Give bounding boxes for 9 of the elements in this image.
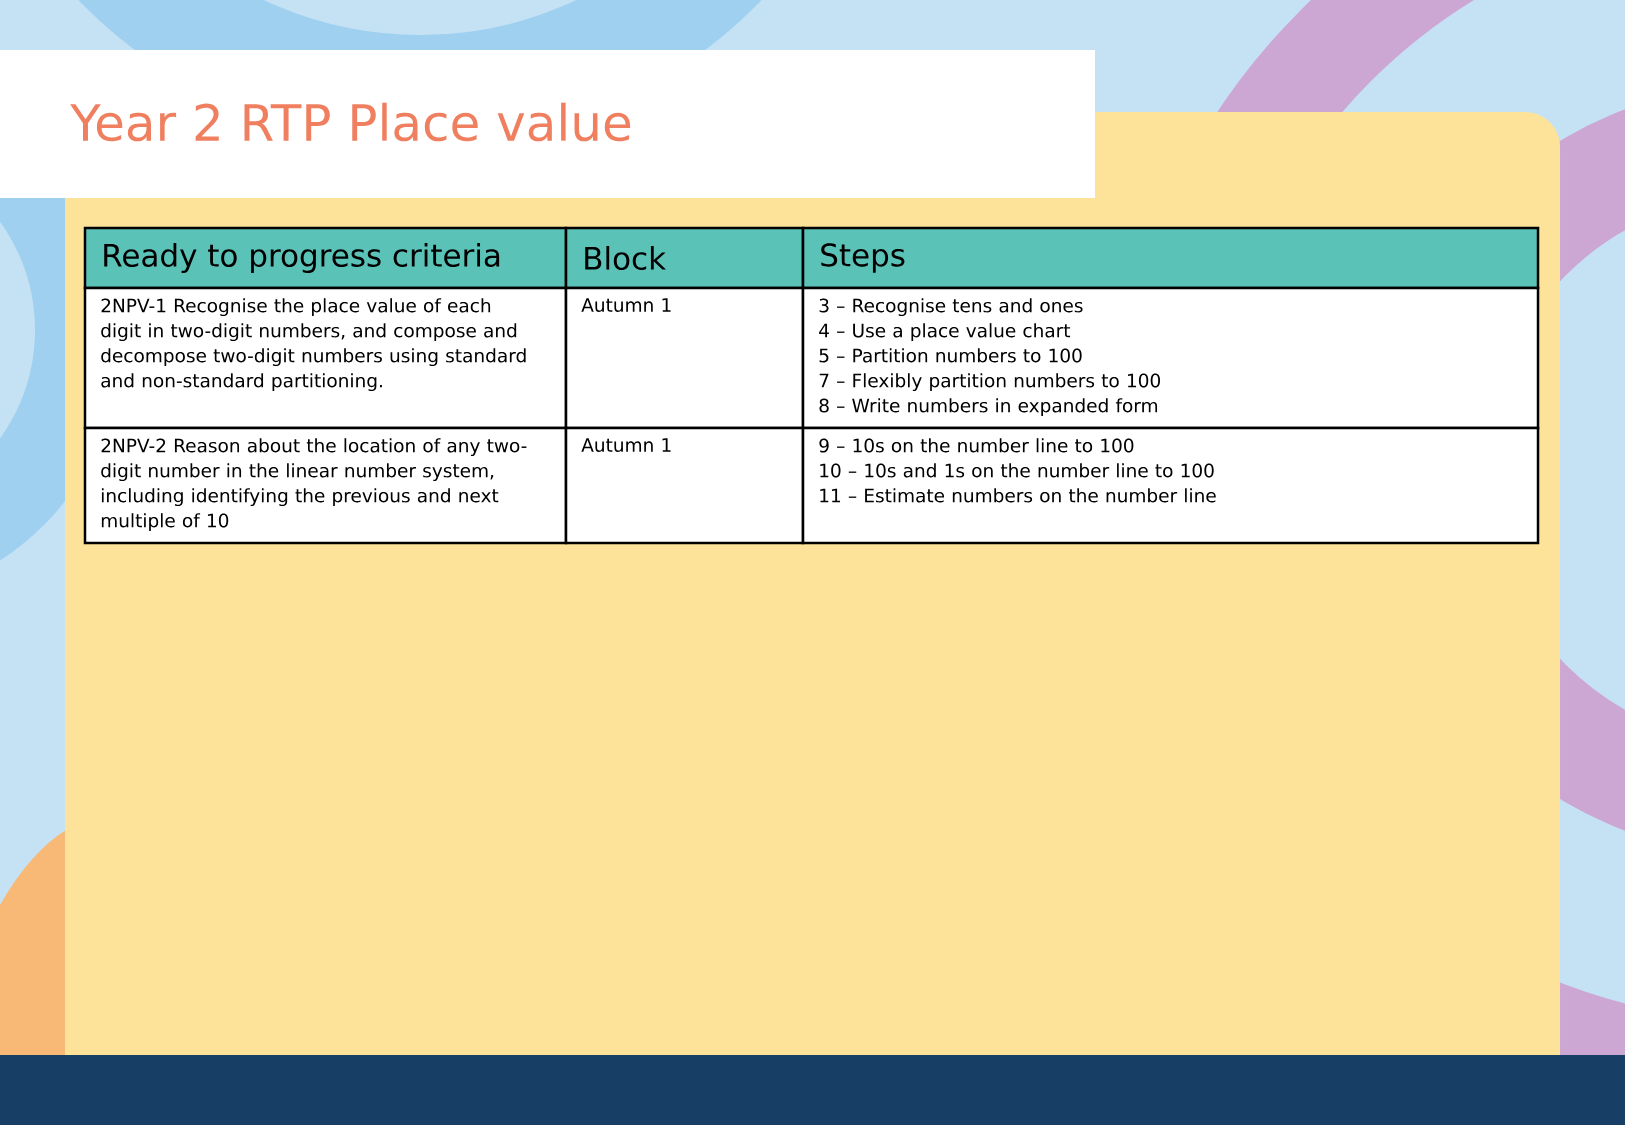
table-cell: Autumn 1 bbox=[564, 286, 805, 430]
label: 3 – Recognise tens and ones bbox=[819, 298, 1083, 317]
table-cell: Autumn 1 bbox=[564, 426, 805, 545]
label: 4 – Use a place value chart bbox=[819, 323, 1071, 342]
label: 7 – Flexibly partition numbers to 100 bbox=[819, 373, 1161, 392]
title: Year 2 RTP Place value bbox=[70, 102, 631, 142]
label: 5 – Partition numbers to 100 bbox=[819, 348, 1082, 363]
label: 8 – Write numbers in expanded form bbox=[819, 398, 1158, 417]
table-header-cell: Block bbox=[564, 226, 805, 290]
